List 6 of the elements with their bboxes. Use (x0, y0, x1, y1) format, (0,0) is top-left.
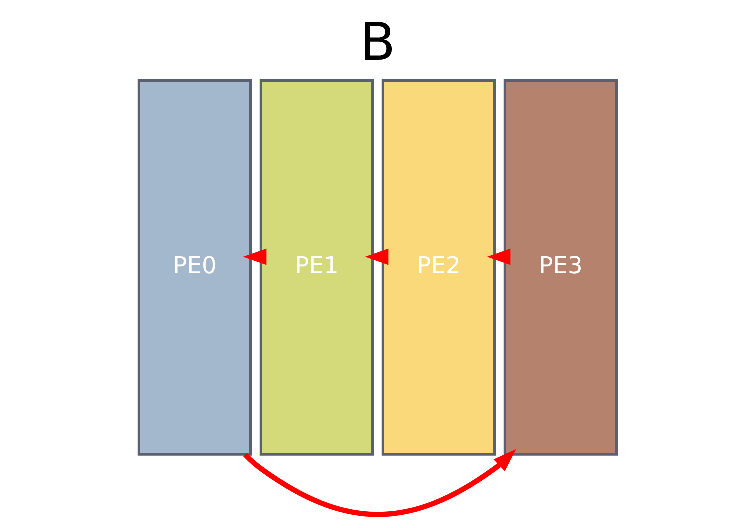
arrow (365, 248, 389, 266)
node-box: PE0 (138, 80, 252, 456)
diagram-title: B (360, 13, 396, 74)
arrow (487, 248, 511, 266)
arrow (243, 449, 516, 518)
arrow (243, 248, 267, 266)
